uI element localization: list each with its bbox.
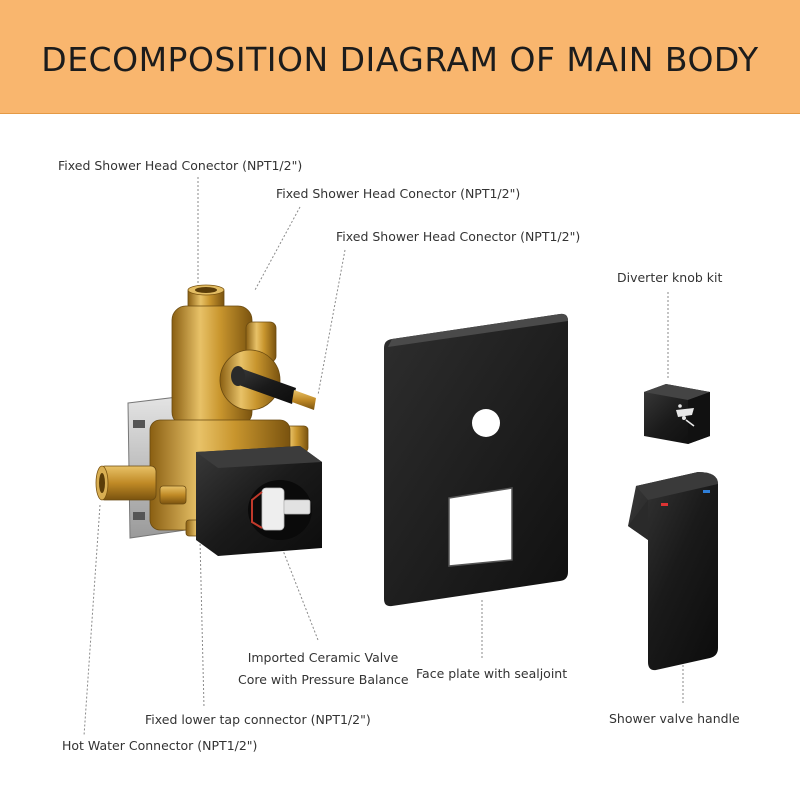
bracket-slot-top	[133, 420, 145, 428]
diverter-stem	[236, 368, 296, 404]
label-fixed-head-3: Fixed Shower Head Conector (NPT1/2")	[336, 229, 581, 244]
page-title: DECOMPOSITION DIAGRAM OF MAIN BODY	[41, 40, 759, 79]
label-fixed-head-2: Fixed Shower Head Conector (NPT1/2")	[276, 186, 521, 201]
label-hot-water: Hot Water Connector (NPT1/2")	[62, 738, 258, 753]
label-diverter-knob: Diverter knob kit	[617, 270, 723, 285]
face-plate-round-hole	[472, 409, 500, 437]
leader-fixed-head-2	[254, 206, 301, 291]
label-lower-tap: Fixed lower tap connector (NPT1/2")	[145, 712, 371, 727]
leader-lower-tap	[199, 539, 205, 709]
hot-indicator	[661, 503, 668, 506]
shower-valve-handle	[628, 472, 718, 671]
label-valve-core-line1: Imported Ceramic Valve	[247, 650, 399, 665]
face-plate	[384, 313, 568, 607]
diverter-spindle-tip	[292, 390, 316, 410]
stop-screw	[159, 485, 187, 505]
bathtub-icon	[676, 404, 694, 417]
hand-shower-icon	[682, 416, 695, 427]
leader-fixed-head-3	[317, 249, 346, 396]
bracket-slot-bottom	[133, 512, 145, 520]
title-banner: DECOMPOSITION DIAGRAM OF MAIN BODY	[0, 0, 800, 114]
diverter-knob	[644, 384, 710, 444]
leader-lines	[83, 177, 684, 737]
label-valve-core-line2: Core with Pressure Balance	[238, 672, 409, 687]
ceramic-stem	[283, 499, 311, 515]
label-fixed-head-1: Fixed Shower Head Conector (NPT1/2")	[58, 158, 303, 173]
cold-indicator	[703, 490, 710, 493]
brass-valve-body	[95, 284, 322, 556]
face-plate-square-hole	[448, 487, 513, 567]
leader-hot-water	[83, 504, 101, 737]
ceramic-core	[261, 487, 285, 531]
face-plate-body	[384, 313, 568, 607]
label-valve-handle: Shower valve handle	[609, 711, 740, 726]
label-face-plate: Face plate with sealjoint	[416, 666, 568, 681]
